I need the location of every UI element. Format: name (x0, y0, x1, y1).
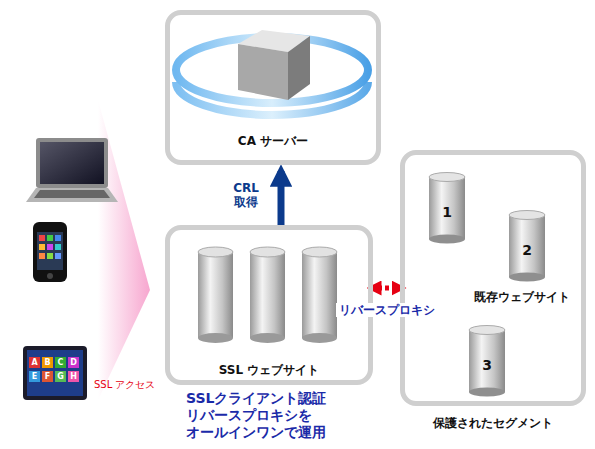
box-label: SSL ウェブサイト (219, 362, 320, 379)
segment-panel: 保護されたセグメント123 (400, 150, 586, 406)
website-cylinder: 2 (508, 210, 546, 282)
edge-label: CRL 取得 (224, 181, 268, 210)
edge-label: リバースプロキシ (336, 303, 438, 317)
phone-icon (33, 222, 67, 282)
server-panel: CA サーバー (165, 10, 381, 165)
website-cylinder: 1 (428, 172, 466, 244)
key-letter: D (68, 357, 79, 368)
key-letter: F (42, 371, 53, 382)
connector-arrow (371, 286, 402, 291)
ssl-server-cylinders (198, 247, 337, 343)
note-text: SSLクライアント認証 リバースプロキシを オールインワンで運用 (186, 390, 376, 440)
group-label: 既存ウェブサイト (474, 290, 570, 304)
key-letter: G (55, 371, 66, 382)
box-label: CA サーバー (238, 133, 308, 150)
laptop-icon (26, 138, 118, 202)
callout-number: 3 (482, 357, 492, 373)
key-letter: B (42, 357, 53, 368)
access-label: SSL アクセス (94, 379, 155, 391)
key-letter: C (55, 357, 66, 368)
ca-server-cube (176, 30, 368, 115)
key-letter: E (29, 371, 40, 382)
key-letter: A (29, 357, 40, 368)
box-label: 保護されたセグメント (433, 415, 553, 432)
callout-number: 2 (522, 242, 532, 258)
connector-arrow (278, 171, 285, 225)
tablet-icon (23, 346, 87, 400)
key-letter: H (68, 371, 79, 382)
callout-number: 1 (442, 204, 452, 220)
website-cylinder: 3 (468, 325, 506, 397)
